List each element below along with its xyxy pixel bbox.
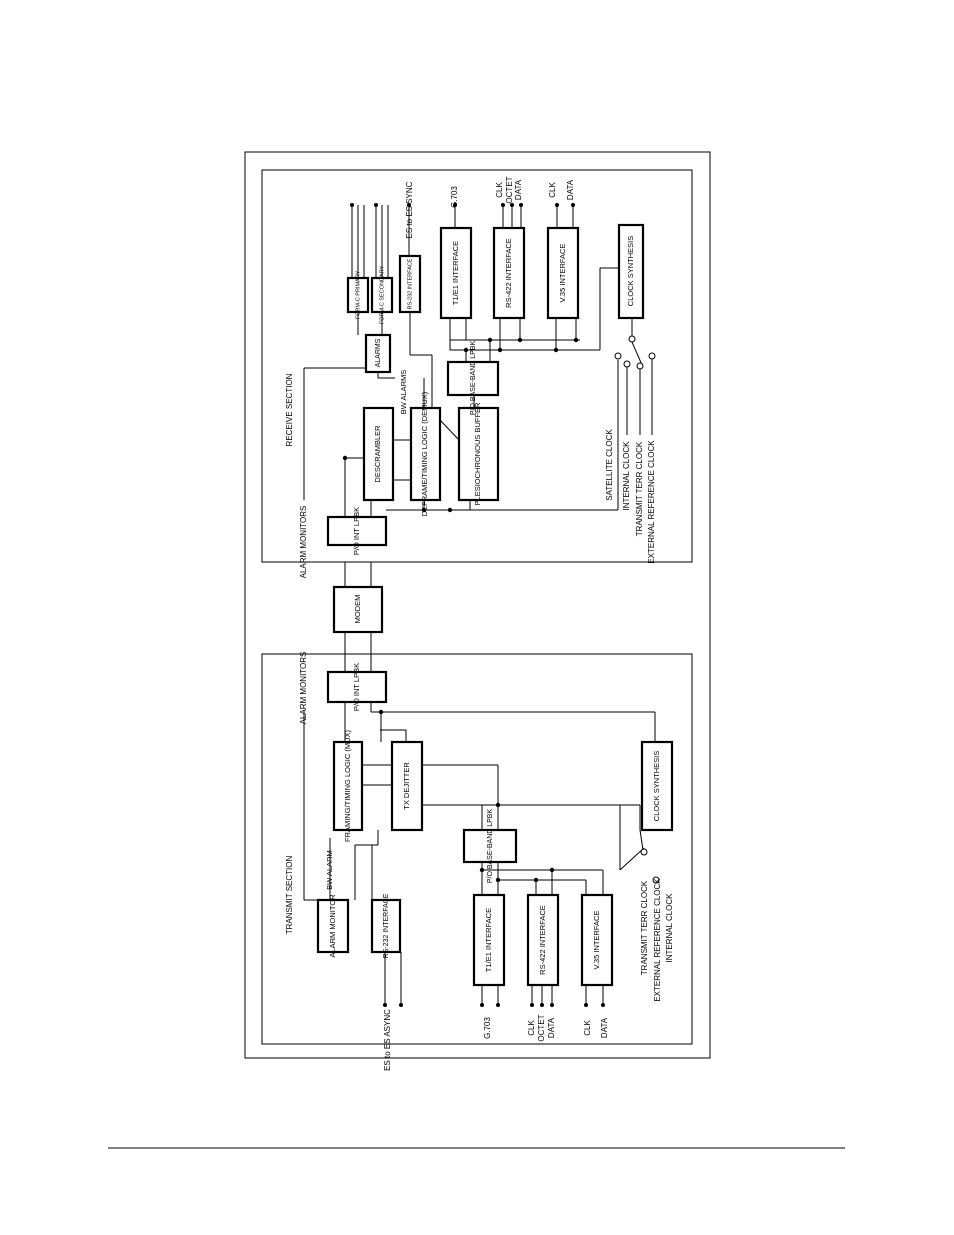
rx-section-title: RECEIVE SECTION (285, 373, 294, 446)
rx-internal-clock-label: INTERNAL CLOCK (622, 441, 631, 511)
rx-plesio-box (457, 406, 500, 502)
tx-po-int-lpbk-box (326, 670, 388, 704)
rx-alarm-monitors-label: ALARM MONITORS (299, 506, 308, 579)
tx-external-ref-label: EXTERNAL REFERENCE CLOCK (653, 878, 662, 1002)
rx-transmit-terr-label: TRANSMIT TERR CLOCK (635, 441, 644, 536)
rx-external-ref-label: EXTERNAL REFERENCE CLOCK (647, 440, 656, 564)
receive-connections (303, 205, 653, 587)
tx-rs422-box (526, 893, 560, 987)
rx-data1-label: DATA (514, 179, 523, 200)
tx-dejitter-label: TX DEJITTER (402, 762, 411, 810)
modem-label: MODEM (353, 595, 362, 624)
tx-v35-label: V.35 INTERFACE (592, 911, 601, 970)
tx-framing-box (332, 740, 364, 832)
tx-clock-synth-box (640, 740, 674, 832)
receive-dots (342, 203, 656, 513)
rx-v35-box (546, 226, 580, 320)
rx-formc-primary-label: FORM-C PRIMARY (355, 270, 361, 319)
rx-t1e1-box (439, 226, 473, 320)
tx-bw-alarm-label: BW ALARM (325, 850, 334, 890)
tx-rs422-label: RS-422 INTERFACE (538, 905, 547, 975)
rx-formc-secondary-box (370, 276, 394, 314)
rx-t1e1-label: T1/E1 INTERFACE (451, 241, 460, 305)
tx-framing-label: FRAMING/TIMING LOGIC (MUX) (343, 729, 352, 842)
tx-internal-clock-label: INTERNAL CLOCK (665, 893, 674, 963)
rx-formc-primary-box (346, 276, 370, 314)
rx-rs422-box (492, 226, 526, 320)
rx-deframe-box (409, 406, 442, 502)
tx-rs232-label: RS-232 INTERFACE (383, 893, 390, 958)
labels-layer: RECEIVE SECTION ALARM MONITORS BW ALARMS P/… (285, 176, 674, 1071)
rx-rs232-box (398, 254, 422, 314)
rx-es-sync-label: ES to ES SYNC (405, 181, 414, 238)
tx-clock-synth-label: CLOCK SYNTHESIS (652, 751, 661, 821)
rx-pobb-label: P/O BASE-BAND LPBK (470, 341, 477, 416)
transmit-blocks (316, 670, 674, 987)
outer-frame (244, 151, 711, 1059)
rx-descrambler-label: DESCRAMBLER (373, 425, 382, 483)
tx-alarm-monitors-label: ALARM MONITORS (299, 652, 308, 725)
tx-alarm-monitor-box (316, 898, 350, 954)
rx-po-int-lpbk-box (326, 515, 388, 547)
tx-t1e1-box (472, 893, 506, 987)
rx-clk1-label: CLK (495, 182, 504, 198)
rx-alarms-box (364, 333, 392, 374)
tx-dejitter-box (390, 740, 424, 832)
rx-plesio-label: PLESIOCHRONOUS BUFFER (473, 402, 482, 506)
rx-clock-synth-label: CLOCK SYNTHESIS (626, 236, 635, 306)
rx-pobb-box (446, 360, 500, 397)
tx-section-title: TRANSMIT SECTION (285, 856, 294, 935)
rx-alarms-label: ALARMS (375, 338, 382, 367)
tx-g703-label: G.703 (483, 1017, 492, 1039)
rx-clock-synth-box (617, 223, 645, 320)
tx-data2-label: DATA (600, 1017, 609, 1038)
rx-g703-label: G.703 (450, 186, 459, 208)
rx-satellite-clock-label: SATELLITE CLOCK (605, 429, 614, 501)
rx-po-int-lpbk-label: P/O INT LPBK (352, 507, 361, 555)
tx-alarm-monitor-label: ALARM MONITOR (328, 894, 337, 958)
transmit-section-frame (261, 653, 693, 1045)
tx-v35-box (580, 893, 614, 987)
tx-pobb-box (462, 828, 518, 864)
tx-octet-label: OCTET (537, 1014, 546, 1041)
rx-bw-alarms-label: BW ALARMS (399, 370, 408, 415)
transmit-dots (378, 709, 660, 1007)
tx-pobb-label: P/O BASE-BAND LPBK (487, 809, 494, 884)
tx-clk2-label: CLK (583, 1020, 592, 1036)
rx-deframe-label: DEFRAME/TIMING LOGIC (DEMUX) (420, 391, 429, 516)
tx-clk1-label: CLK (527, 1020, 536, 1036)
tx-transmit-terr-label: TRANSMIT TERR CLOCK (640, 880, 649, 975)
modem-box (332, 585, 384, 634)
tx-es-async-label: ES to ES ASYNC (383, 1009, 392, 1071)
receive-section-frame (261, 169, 693, 563)
rx-rs232-label: RS-232 INTERFACE (407, 258, 413, 309)
tx-rs232-box (370, 898, 402, 954)
rx-rs422-label: RS-422 INTERFACE (504, 238, 513, 308)
transmit-connections (303, 632, 656, 1005)
tx-t1e1-label: T1/E1 INTERFACE (484, 908, 493, 972)
tx-data1-label: DATA (547, 1017, 556, 1038)
receive-blocks (326, 223, 645, 547)
rx-data2-label: DATA (566, 179, 575, 200)
rx-formc-secondary-label: FORM-C SECONDARY (379, 266, 385, 325)
tx-po-int-lpbk-label: P/O INT LPBK (352, 663, 361, 711)
rx-descrambler-box (362, 406, 395, 502)
rx-octet-label: OCTET (505, 176, 514, 203)
rx-v35-label: V.35 INTERFACE (558, 244, 567, 303)
rx-clk2-label: CLK (548, 182, 557, 198)
